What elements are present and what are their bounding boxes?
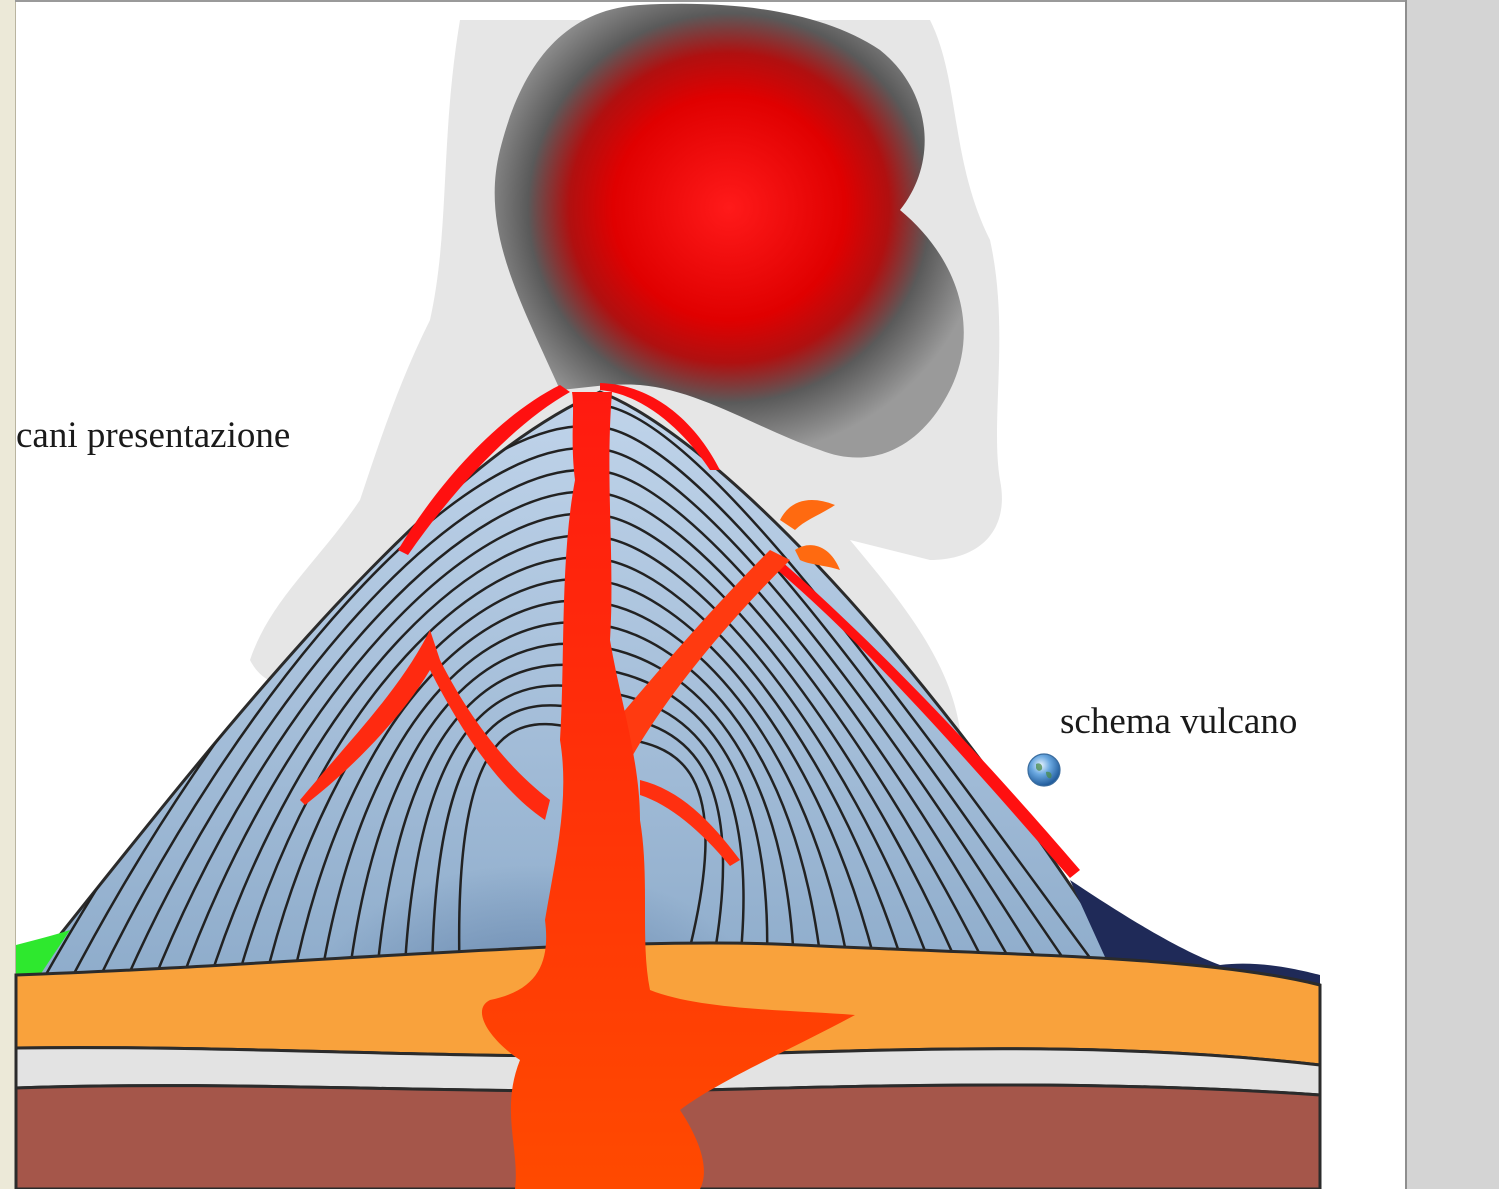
volcano-illustration: [0, 0, 1405, 1189]
diagram-link[interactable]: schema vulcano: [1060, 700, 1297, 743]
globe-icon[interactable]: [1026, 752, 1062, 788]
presentation-link[interactable]: cani presentazione: [16, 414, 290, 457]
right-side-panel: [1405, 0, 1499, 1189]
